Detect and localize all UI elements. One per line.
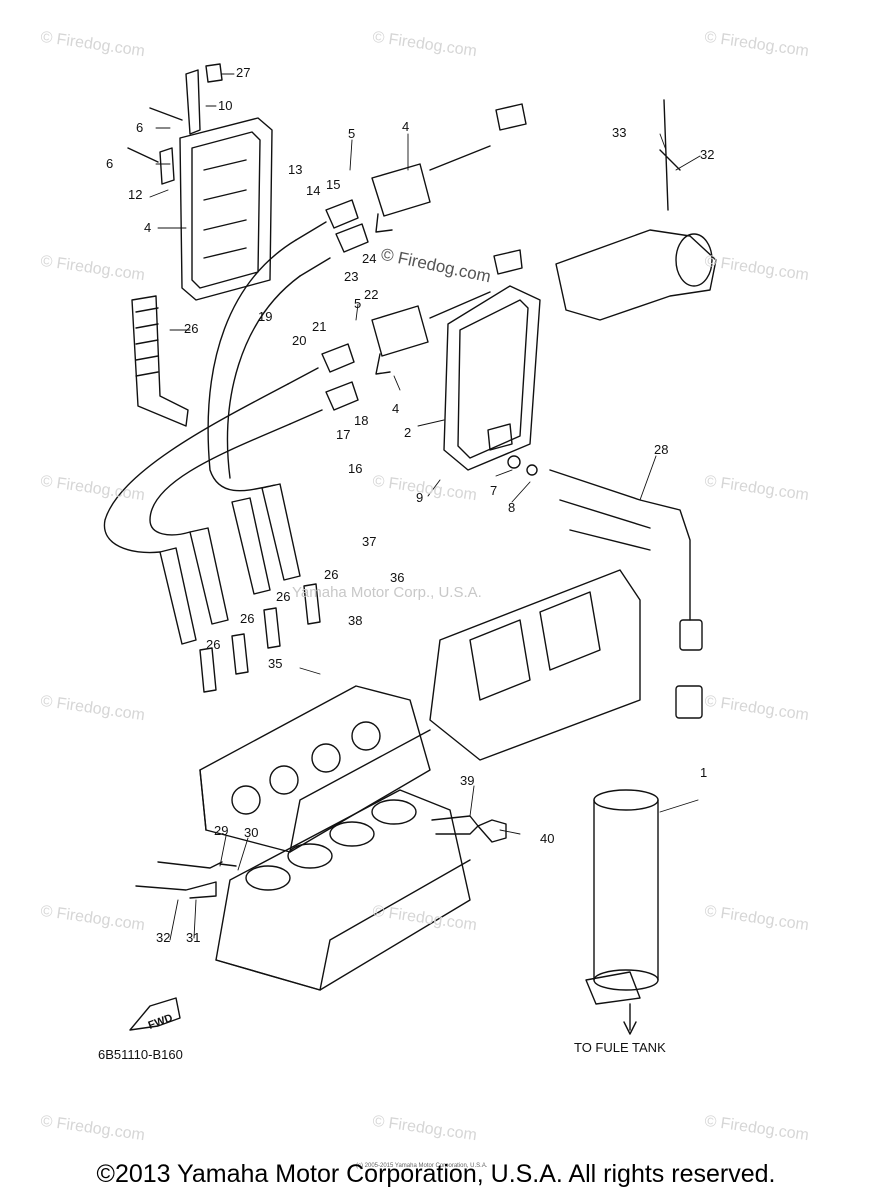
- cylinder-head: [199, 685, 431, 853]
- ecu-box: [443, 285, 541, 476]
- part-label: 16: [348, 461, 363, 476]
- part-label: 21: [312, 319, 327, 334]
- part-label: 23: [344, 269, 359, 284]
- part-label: 6: [106, 156, 114, 171]
- part-label: 30: [244, 825, 259, 840]
- faint-text: Yamaha Motor Corp., U.S.A.: [292, 584, 482, 601]
- diagram-code: 6B51110-B160: [98, 1047, 183, 1062]
- spark-plugs: [199, 583, 321, 693]
- part-label: 24: [362, 251, 377, 266]
- part-label: 9: [416, 490, 424, 505]
- ignition-coils: [371, 103, 527, 375]
- part-label: 1: [700, 765, 708, 780]
- part-label: 18: [354, 413, 369, 428]
- coil-sticks: [159, 483, 301, 645]
- part-label: 26: [324, 567, 339, 582]
- part-label: 35: [268, 656, 283, 671]
- part-label: 39: [460, 773, 475, 788]
- part-label: 19: [258, 309, 273, 324]
- copyright-footer: ©2013 Yamaha Motor Corporation, U.S.A. A…: [96, 1160, 776, 1188]
- part-label: 4: [402, 119, 410, 134]
- part-label: 29: [214, 823, 229, 838]
- part-label: 15: [326, 177, 341, 192]
- fuel-pump: [585, 789, 659, 1035]
- part-label: 17: [336, 427, 351, 442]
- part-label: 28: [654, 442, 669, 457]
- part-label: 13: [288, 162, 303, 177]
- sensors: [135, 815, 507, 899]
- part-label: 6: [136, 120, 144, 135]
- part-label: 26: [184, 321, 199, 336]
- cylinder-block: [215, 789, 471, 991]
- intake-manifold: [429, 569, 641, 761]
- part-label: 37: [362, 534, 377, 549]
- fwd-arrow: [129, 997, 181, 1031]
- part-label: 4: [144, 220, 152, 235]
- part-label: 31: [186, 930, 201, 945]
- part-label: 36: [390, 570, 405, 585]
- part-label: 10: [218, 98, 233, 113]
- part-label: 14: [306, 183, 321, 198]
- part-label: 32: [156, 930, 171, 945]
- bracket-parts: [127, 63, 223, 185]
- part-label: 33: [612, 125, 627, 140]
- part-label: 2: [404, 425, 412, 440]
- part-label: 38: [348, 613, 363, 628]
- part-label: 4: [392, 401, 400, 416]
- part-label: 27: [236, 65, 251, 80]
- ignition-leads: [103, 239, 301, 554]
- part-label: 32: [700, 147, 715, 162]
- part-label: 5: [354, 296, 362, 311]
- part-label: 20: [292, 333, 307, 348]
- wire-harness: [549, 469, 703, 719]
- throttle-body: [555, 99, 717, 321]
- tiny-copyright: (c) 2005-2015 Yamaha Motor Corporation, …: [356, 1163, 488, 1169]
- part-label: 5: [348, 126, 356, 141]
- part-label: 12: [128, 187, 143, 202]
- part-label: 26: [276, 589, 291, 604]
- part-label: 7: [490, 483, 498, 498]
- part-label: 8: [508, 500, 516, 515]
- fuel-tank-label: TO FULE TANK: [574, 1040, 666, 1055]
- part-label: 22: [364, 287, 379, 302]
- part-label: 26: [206, 637, 221, 652]
- terminal-strip: [131, 295, 189, 427]
- part-label: 26: [240, 611, 255, 626]
- cover-plate: [179, 117, 273, 301]
- leader-lines: [149, 73, 701, 941]
- part-label: 40: [540, 831, 555, 846]
- plug-caps: [287, 199, 369, 425]
